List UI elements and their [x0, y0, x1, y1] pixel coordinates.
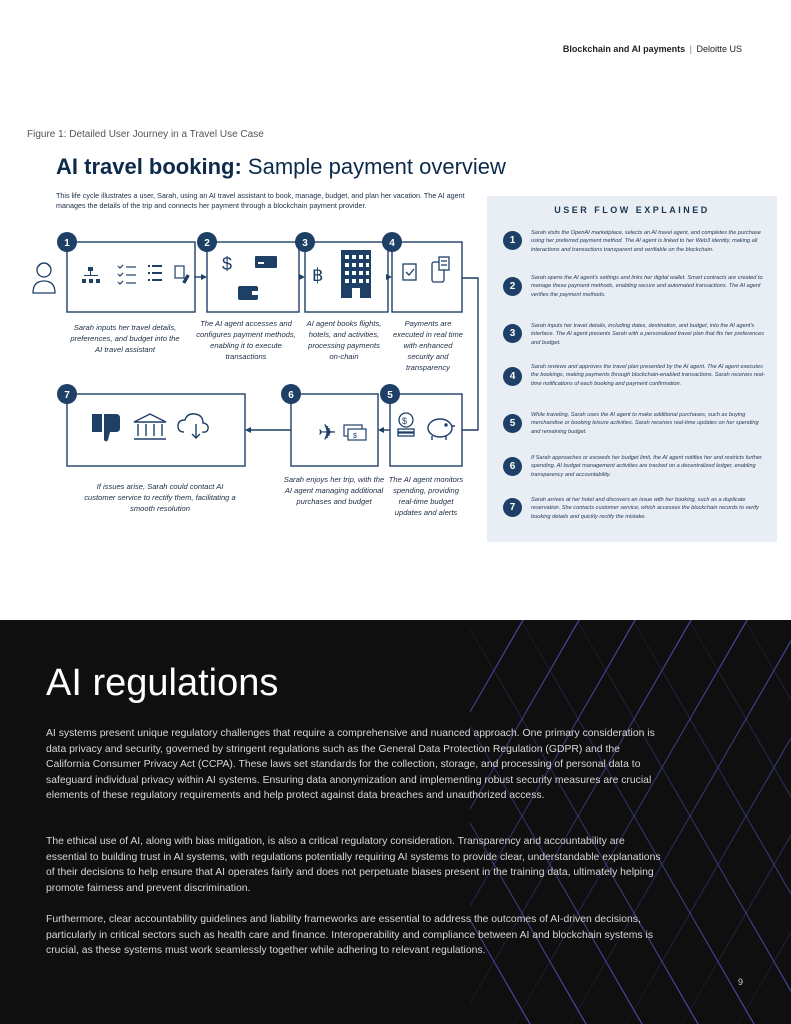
thumbs-down-icon: [92, 414, 120, 442]
user-flow-text: Sarah inputs her travel details, includi…: [531, 323, 764, 346]
step-4-text: Payments are executed in real time with …: [392, 319, 464, 372]
coins-icon: $: [397, 412, 415, 437]
user-flow-num: 6: [503, 457, 522, 476]
step-7-num: 7: [64, 390, 70, 401]
user-flow-num: 1: [503, 231, 522, 250]
user-flow-text: Sarah visits the OpenAI marketplace, sel…: [531, 230, 761, 253]
regulations-paragraph: Furthermore, clear accountability guidel…: [46, 914, 654, 957]
triangle-pattern-decoration: [470, 620, 791, 1024]
user-flow-text: If Sarah approaches or exceeds her budge…: [531, 455, 762, 478]
step-1-num: 1: [64, 238, 70, 249]
credit-card-icon: [255, 256, 277, 268]
figure-intro: This life cycle illustrates a user, Sara…: [56, 191, 465, 210]
step-7-text: If issues arise, Sarah could contact AI …: [84, 482, 236, 513]
wallet-icon: [238, 286, 258, 300]
user-flow-num: 5: [503, 414, 522, 433]
money-bills-icon: $: [343, 424, 367, 441]
step-2-text: The AI agent accesses and configures pay…: [196, 319, 296, 361]
step-5-num: 5: [387, 390, 393, 401]
arrow-2-3: [299, 274, 305, 280]
checklist-icon: [117, 264, 136, 285]
header-separator: |: [689, 44, 692, 54]
user-flow-text: Sarah opens the AI agent's settings and …: [531, 275, 763, 298]
mobile-invoice-icon: [431, 256, 450, 283]
user-flow-num: 2: [503, 277, 522, 296]
header-org: Deloitte US: [696, 44, 742, 54]
step-6-num: 6: [288, 390, 294, 401]
step-2-box: [206, 241, 300, 313]
step-6-text: Sarah enjoys her trip, with the AI agent…: [283, 475, 385, 506]
document-pen-icon: [174, 265, 190, 284]
piggy-bank-icon: [427, 418, 455, 440]
svg-text:$: $: [402, 416, 407, 426]
step-2-num: 2: [204, 238, 210, 249]
journey-diagram: 1 2 3 4 7 6 5 $ ฿: [32, 232, 479, 467]
dollar-icon: $: [222, 254, 232, 274]
arrow-6-7: [245, 427, 251, 433]
arrow-1-2: [201, 274, 207, 280]
sitemap-icon: [82, 267, 100, 283]
regulations-paragraph: The ethical use of AI, along with bias m…: [46, 836, 661, 894]
bank-icon: [133, 413, 167, 440]
regulations-paragraph: AI systems present unique regulatory cha…: [46, 728, 655, 802]
step-4-num: 4: [389, 238, 395, 249]
arrow-3-4: [386, 274, 392, 280]
airplane-icon: ✈: [318, 420, 336, 445]
user-flow-num: 7: [503, 498, 522, 517]
checkbox-doc-icon: [402, 263, 417, 281]
figure-title-bold: AI travel booking:: [56, 154, 242, 179]
user-flow-panel: [487, 196, 777, 542]
bitcoin-icon: ฿: [312, 265, 323, 285]
page-header: Blockchain and AI payments | Deloitte US: [0, 44, 742, 54]
step-1-box: [66, 241, 196, 313]
connector-right: [462, 277, 479, 431]
user-avatar-icon: [32, 262, 56, 294]
building-icon: [341, 250, 371, 298]
step-number-circles: [57, 232, 402, 404]
figure-title-rest: Sample payment overview: [241, 154, 506, 179]
page-number: 9: [738, 977, 744, 987]
user-flow-text: While traveling, Sarah uses the AI agent…: [531, 412, 759, 435]
user-flow-title: USER FLOW EXPLAINED: [554, 205, 710, 215]
step-1-text: Sarah inputs her travel details, prefere…: [70, 323, 180, 354]
user-flow-text: Sarah reviews and approves the travel pl…: [531, 364, 765, 387]
user-flow-text: Sarah arrives at her hotel and discovers…: [531, 497, 759, 520]
arrow-5-6: [378, 427, 384, 433]
user-flow-num: 4: [503, 367, 522, 386]
step-3-text: AI agent books flights, hotels, and acti…: [306, 319, 382, 361]
list-icon: [148, 265, 162, 281]
svg-text:$: $: [353, 433, 357, 440]
figure-title: AI travel booking: Sample payment overvi…: [56, 154, 506, 180]
figure-caption: Figure 1: Detailed User Journey in a Tra…: [27, 129, 264, 140]
step-3-num: 3: [302, 238, 308, 249]
user-flow-num: 3: [503, 324, 522, 343]
regulations-title: AI regulations: [46, 662, 279, 704]
cloud-download-icon: [177, 413, 209, 439]
header-title: Blockchain and AI payments: [562, 44, 686, 54]
step-5-text: The AI agent monitors spending, providin…: [388, 475, 464, 517]
